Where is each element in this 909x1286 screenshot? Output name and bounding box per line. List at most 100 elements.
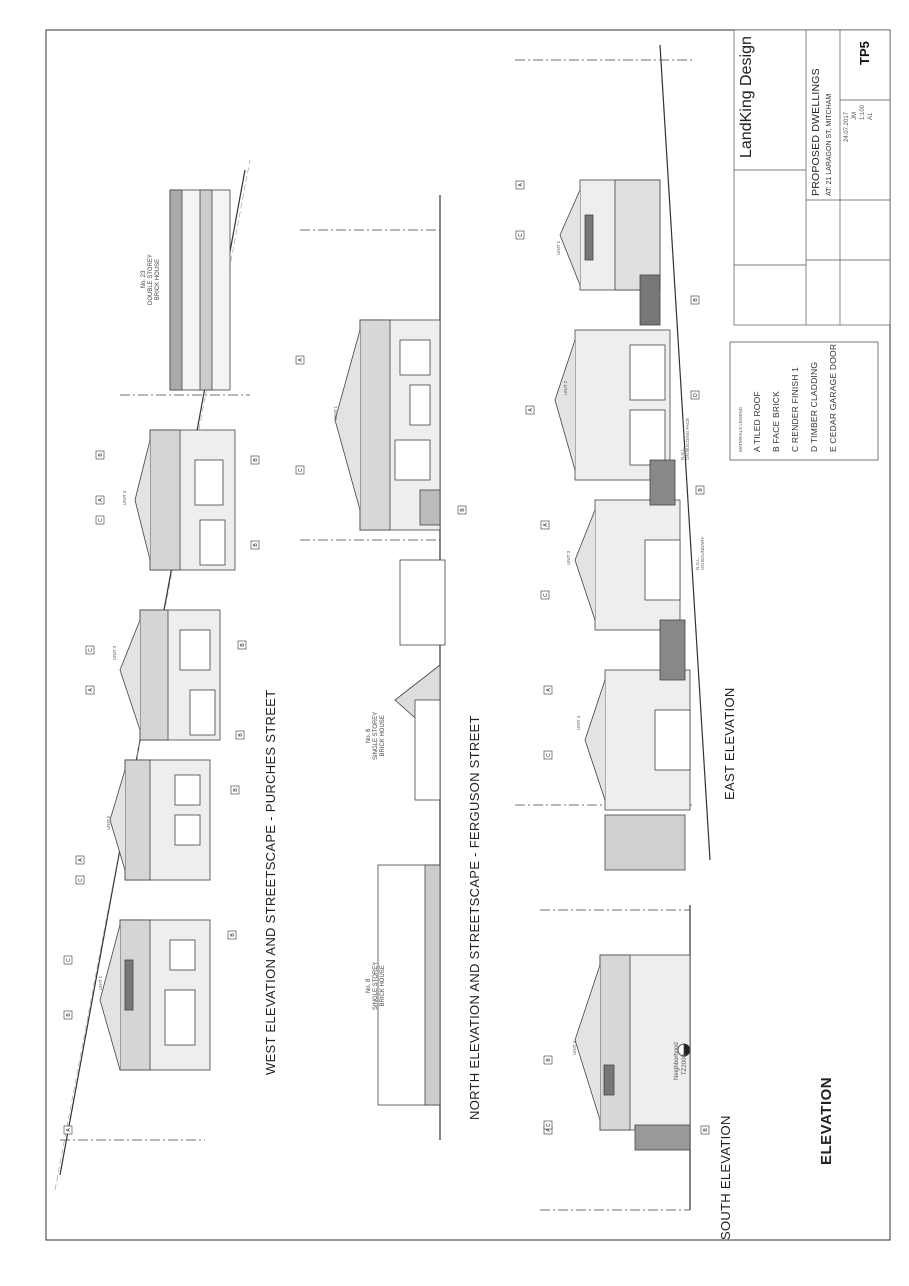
- legend-item-b: B FACE BRICK: [771, 391, 781, 452]
- material-marker-c: C: [295, 465, 305, 475]
- material-marker-a: A: [75, 855, 85, 865]
- material-marker-a: A: [515, 180, 525, 190]
- material-marker-a: A: [95, 495, 105, 505]
- svg-text:B: B: [693, 298, 699, 302]
- east-unit-2-label: UNIT 2: [563, 380, 568, 395]
- material-marker-b: B: [235, 730, 245, 740]
- svg-text:C: C: [518, 233, 524, 237]
- svg-text:B: B: [66, 1013, 72, 1017]
- legend-box: [729, 341, 879, 461]
- title-block: [733, 29, 891, 326]
- svg-text:A: A: [518, 183, 524, 187]
- svg-text:B: B: [698, 488, 704, 492]
- east-unit-1-label: UNIT 1: [556, 240, 561, 255]
- sheet-number: TP5: [857, 41, 872, 65]
- legend-item-e: E CEDAR GARAGE DOOR: [828, 343, 838, 452]
- material-marker-c: C: [95, 515, 105, 525]
- material-marker-b: B: [690, 295, 700, 305]
- svg-text:C: C: [543, 593, 549, 597]
- legend-item-d: D TIMBER CLADDING: [809, 361, 819, 452]
- svg-text:A: A: [78, 858, 84, 862]
- svg-text:C: C: [546, 1123, 552, 1127]
- ngl-boundary-note: N.G.L. ON BOUNDARY: [695, 536, 705, 570]
- material-marker-b: B: [95, 450, 105, 460]
- material-marker-b: B: [63, 1010, 73, 1020]
- svg-text:A: A: [543, 523, 549, 527]
- material-marker-c: C: [515, 230, 525, 240]
- material-marker-c: C: [63, 955, 73, 965]
- material-marker-b: B: [695, 485, 705, 495]
- west-elevation-title: WEST ELEVATION AND STREETSCAPE - PURCHES…: [263, 689, 278, 1075]
- material-marker-b: B: [250, 540, 260, 550]
- date-value: 24.07.2017: [844, 111, 850, 142]
- project-title: PROPOSED DWELLINGS: [810, 68, 822, 196]
- material-marker-b: B: [237, 640, 247, 650]
- east-elevation-title: EAST ELEVATION: [722, 687, 737, 800]
- svg-text:B: B: [703, 1128, 709, 1132]
- brand-name: LandKing Design: [738, 36, 755, 158]
- material-marker-a: A: [63, 1125, 73, 1135]
- legend-heading: MATERIALS LEGEND: [738, 407, 743, 452]
- material-marker-a: A: [85, 685, 95, 695]
- material-marker-a: A: [540, 520, 550, 530]
- svg-text:B: B: [238, 733, 244, 737]
- material-marker-c: C: [543, 1120, 553, 1130]
- west-unit-3-label: UNIT 3: [112, 645, 117, 660]
- neighbour-no8-label: No. 8 SINGLE STOREY BRICK HOUSE: [366, 961, 386, 1010]
- svg-text:B: B: [460, 508, 466, 512]
- material-marker-c: C: [75, 875, 85, 885]
- svg-text:B: B: [233, 788, 239, 792]
- svg-text:B: B: [253, 458, 259, 462]
- svg-text:C: C: [98, 518, 104, 522]
- west-elevation: [54, 159, 251, 1191]
- svg-text:B: B: [253, 543, 259, 547]
- svg-text:C: C: [298, 468, 304, 472]
- legend-item-a: A TILED ROOF: [752, 391, 762, 452]
- material-marker-a: A: [295, 355, 305, 365]
- project-address: AT: 21 LARAGON ST, MITCHAM: [826, 93, 833, 196]
- material-marker-d: D: [690, 390, 700, 400]
- material-marker-a: A: [525, 405, 535, 415]
- svg-text:A: A: [98, 498, 104, 502]
- svg-text:A: A: [546, 1128, 552, 1132]
- sheet-title: ELEVATION: [818, 1076, 835, 1165]
- west-unit-1-label: UNIT 1: [98, 975, 103, 990]
- south-elevation: [540, 905, 691, 1211]
- svg-text:B: B: [98, 453, 104, 457]
- svg-text:B: B: [240, 643, 246, 647]
- north-unit-1-label: UNIT 1: [333, 405, 338, 420]
- material-marker-b: B: [457, 505, 467, 515]
- material-marker-b: B: [230, 785, 240, 795]
- ngl-building-face-note: N.G.L. ON BUILDING FACE: [680, 417, 690, 460]
- material-marker-b: B: [227, 930, 237, 940]
- west-unit-2-label: UNIT 2: [106, 815, 111, 830]
- west-unit-4-label: UNIT 4: [122, 490, 127, 505]
- scale-value: 1:100: [860, 104, 866, 120]
- svg-text:B: B: [230, 933, 236, 937]
- south-elevation-title: SOUTH ELEVATION: [718, 1115, 733, 1240]
- stamp-code-label: TZ2000: [682, 1054, 688, 1075]
- svg-text:C: C: [78, 878, 84, 882]
- material-marker-a: A: [543, 685, 553, 695]
- svg-text:C: C: [546, 753, 552, 757]
- drawn-by-value: JM: [852, 112, 858, 120]
- legend-item-c: C RENDER FINISH 1: [790, 366, 800, 452]
- east-unit-4-label: UNIT 4: [576, 715, 581, 730]
- north-elevation: [300, 195, 446, 1140]
- material-marker-c: C: [85, 645, 95, 655]
- east-elevation: [515, 44, 711, 871]
- sheet-border: [45, 29, 891, 1241]
- svg-text:A: A: [528, 408, 534, 412]
- svg-text:A: A: [66, 1128, 72, 1132]
- neighbour-no23-label: No. 23 DOUBLE STOREY BRICK HOUSE: [141, 254, 161, 305]
- svg-text:D: D: [693, 393, 699, 397]
- svg-text:A: A: [298, 358, 304, 362]
- svg-text:A: A: [88, 688, 94, 692]
- north-elevation-title: NORTH ELEVATION AND STREETSCAPE - FERGUS…: [467, 715, 482, 1120]
- svg-text:A: A: [546, 688, 552, 692]
- material-marker-b: B: [700, 1125, 710, 1135]
- neighbourhood-stamp-label: Neighborhood: [674, 1042, 680, 1080]
- svg-text:B: B: [546, 1058, 552, 1062]
